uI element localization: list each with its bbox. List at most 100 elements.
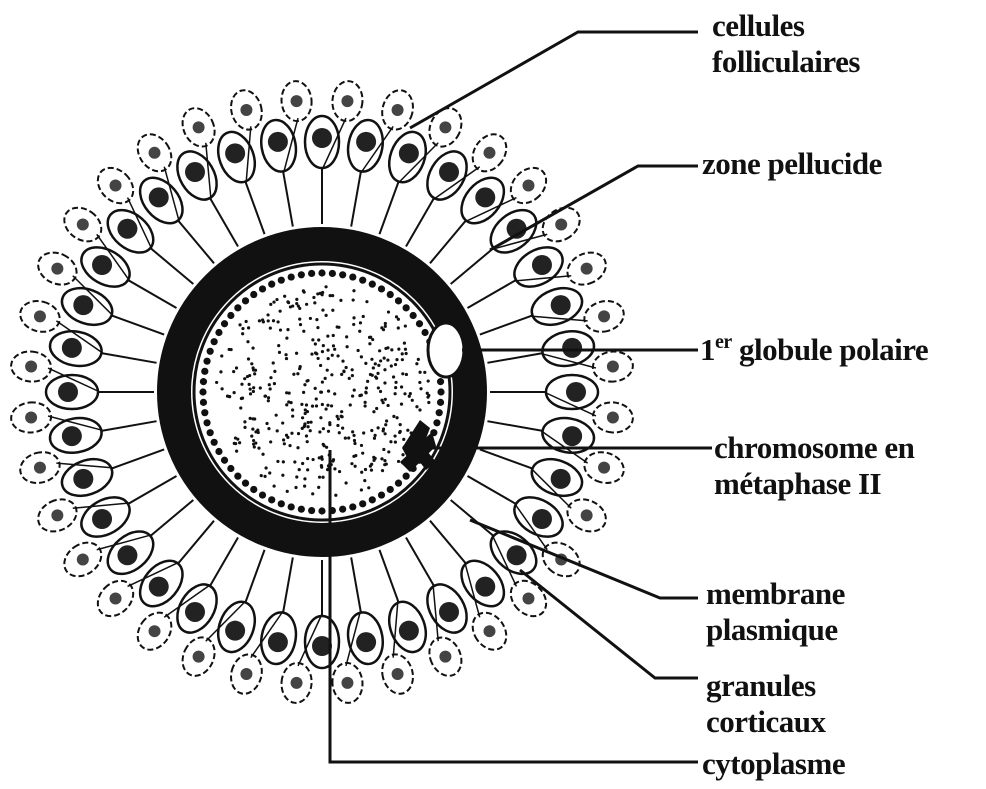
cytoplasm-dot — [336, 354, 339, 357]
cytoplasm-dot — [351, 430, 354, 433]
outer-follicular-cell-nucleus — [51, 509, 63, 521]
cytoplasm-dot — [285, 357, 288, 360]
follicular-cell-nucleus — [399, 143, 419, 163]
cytoplasm-dot — [377, 426, 380, 429]
cytoplasm-dot — [243, 377, 246, 380]
cytoplasm-dot — [251, 417, 254, 420]
cytoplasm-dot — [311, 492, 314, 495]
cortical-granule — [201, 368, 208, 375]
cytoplasm-dot — [267, 396, 270, 399]
outer-follicular-cell-nucleus — [149, 625, 161, 637]
follicular-cell-nucleus — [475, 577, 495, 597]
cytoplasm-dot — [346, 345, 349, 348]
outer-follicular-cell-nucleus — [34, 462, 46, 474]
cytoplasm-dot — [269, 376, 272, 379]
cytoplasm-dot — [314, 351, 317, 354]
cytoplasm-dot — [306, 468, 309, 471]
outer-follicular-cell-nucleus — [34, 310, 46, 322]
outer-follicular-cell-nucleus — [598, 462, 610, 474]
cytoplasm-dot — [326, 349, 329, 352]
cortical-granule — [437, 399, 444, 406]
cortical-granule — [211, 338, 218, 345]
cytoplasm-dot — [298, 318, 301, 321]
cytoplasm-dot — [418, 371, 421, 374]
cortical-granule — [387, 291, 394, 298]
cytoplasm-dot — [383, 368, 386, 371]
cytoplasm-dot — [262, 320, 265, 323]
cytoplasm-dot — [348, 377, 351, 380]
cytoplasm-dot — [357, 349, 360, 352]
cytoplasm-dot — [303, 425, 306, 428]
cortical-granule — [203, 419, 210, 426]
cytoplasm-dot — [427, 379, 430, 382]
cytoplasm-dot — [317, 486, 320, 489]
cytoplasm-dot — [233, 391, 236, 394]
cortical-granule — [339, 271, 346, 278]
cytoplasm-dot — [397, 318, 400, 321]
cytoplasm-dot — [321, 308, 324, 311]
cytoplasm-dot — [252, 390, 255, 393]
cortical-granule — [369, 281, 376, 288]
cytoplasm-dot — [269, 387, 272, 390]
cytoplasm-dot — [284, 353, 287, 356]
cytoplasm-dot — [241, 397, 244, 400]
cytoplasm-dot — [419, 387, 422, 390]
cytoplasm-dot — [374, 457, 377, 460]
cytoplasm-dot — [296, 446, 299, 449]
cortical-granule — [359, 277, 366, 284]
cytoplasm-dot — [265, 422, 268, 425]
follicular-cell-nucleus — [566, 382, 586, 402]
cytoplasm-dot — [384, 432, 387, 435]
cortical-granule — [221, 457, 228, 464]
cytoplasm-dot — [230, 348, 233, 351]
cytoplasm-dot — [382, 328, 385, 331]
cytoplasm-dot — [260, 474, 263, 477]
follicular-cell-nucleus — [312, 128, 332, 148]
cytoplasm-dot — [305, 434, 308, 437]
outer-follicular-cell-nucleus — [522, 180, 534, 192]
cortical-granule — [215, 329, 222, 336]
outer-follicular-cell-nucleus — [77, 553, 89, 565]
cytoplasm-dot — [309, 317, 312, 320]
cytoplasm-dot — [368, 342, 371, 345]
cytoplasm-dot — [320, 391, 323, 394]
cortical-granule — [203, 358, 210, 365]
cytoplasm-dot — [363, 479, 366, 482]
cytoplasm-dot — [295, 352, 298, 355]
label-metaphase-chromosome-line-1: chromosome en — [714, 430, 914, 466]
cortical-granule — [242, 480, 249, 487]
cytoplasm-dot — [351, 374, 354, 377]
cytoplasm-dot — [311, 338, 314, 341]
cytoplasm-dot — [333, 348, 336, 351]
cytoplasm-dot — [364, 401, 367, 404]
cytoplasm-dot — [394, 363, 397, 366]
follicular-cell-nucleus — [356, 132, 376, 152]
outer-follicular-cell-nucleus — [341, 95, 353, 107]
cytoplasm-dot — [361, 452, 364, 455]
cytoplasm-dot — [294, 486, 297, 489]
label-first-polar-body: 1er globule polaire — [700, 332, 928, 368]
cortical-granule — [437, 378, 444, 385]
cytoplasm-dot — [367, 486, 370, 489]
cytoplasm-dot — [258, 319, 261, 322]
cytoplasm-dot — [397, 326, 400, 329]
cytoplasm-dot — [295, 302, 298, 305]
cytoplasm-dot — [366, 380, 369, 383]
cytoplasm-dot — [330, 404, 333, 407]
cytoplasm-dot — [246, 340, 249, 343]
outer-follicular-cell-nucleus — [581, 509, 593, 521]
cortical-granule — [395, 480, 402, 487]
cortical-granule — [403, 304, 410, 311]
outer-follicular-cell-nucleus — [439, 121, 451, 133]
cytoplasm-dot — [364, 468, 367, 471]
cytoplasm-dot — [249, 388, 252, 391]
follicular-cell-nucleus — [551, 469, 571, 489]
follicular-cell-nucleus — [149, 577, 169, 597]
follicular-cell-nucleus — [62, 426, 82, 446]
cytoplasm-dot — [386, 358, 389, 361]
cortical-granule — [259, 285, 266, 292]
cortical-granule — [211, 439, 218, 446]
follicular-cell-nucleus — [439, 162, 459, 182]
cytoplasm-dot — [418, 408, 421, 411]
cortical-granule — [221, 320, 228, 327]
